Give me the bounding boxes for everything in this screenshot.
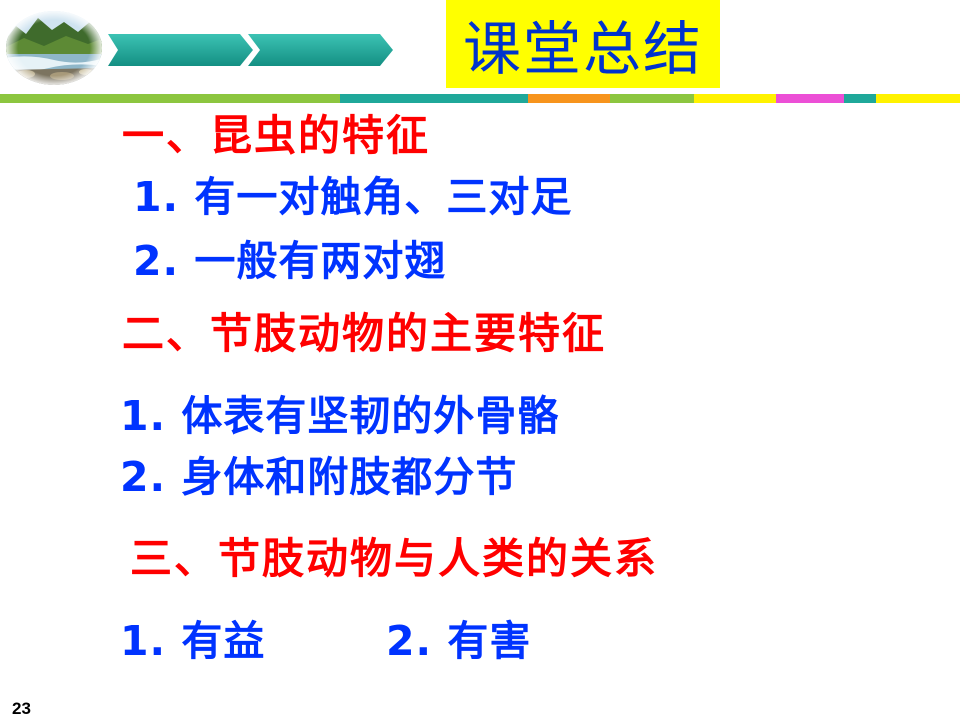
human-relation-item-1: 1. 有益 xyxy=(120,617,266,665)
chevron-arrow-icons xyxy=(108,34,393,66)
section-heading-human-relation: 三、节肢动物与人类的关系 xyxy=(130,534,659,583)
color-divider-bar xyxy=(0,94,960,103)
section-heading-insect-features: 一、昆虫的特征 xyxy=(122,111,431,160)
page-title: 课堂总结 xyxy=(446,0,720,88)
arthropod-feature-item-1: 1. 体表有坚韧的外骨骼 xyxy=(120,392,560,440)
arthropod-feature-item-2: 2. 身体和附肢都分节 xyxy=(120,453,518,501)
human-relation-item-2: 2. 有害 xyxy=(386,617,532,665)
insect-feature-item-1: 1. 有一对触角、三对足 xyxy=(133,173,573,221)
page-number: 23 xyxy=(12,699,31,718)
section-heading-arthropod-features: 二、节肢动物的主要特征 xyxy=(122,309,607,358)
insect-feature-item-2: 2. 一般有两对翅 xyxy=(133,237,447,285)
river-landscape-image xyxy=(6,11,102,85)
